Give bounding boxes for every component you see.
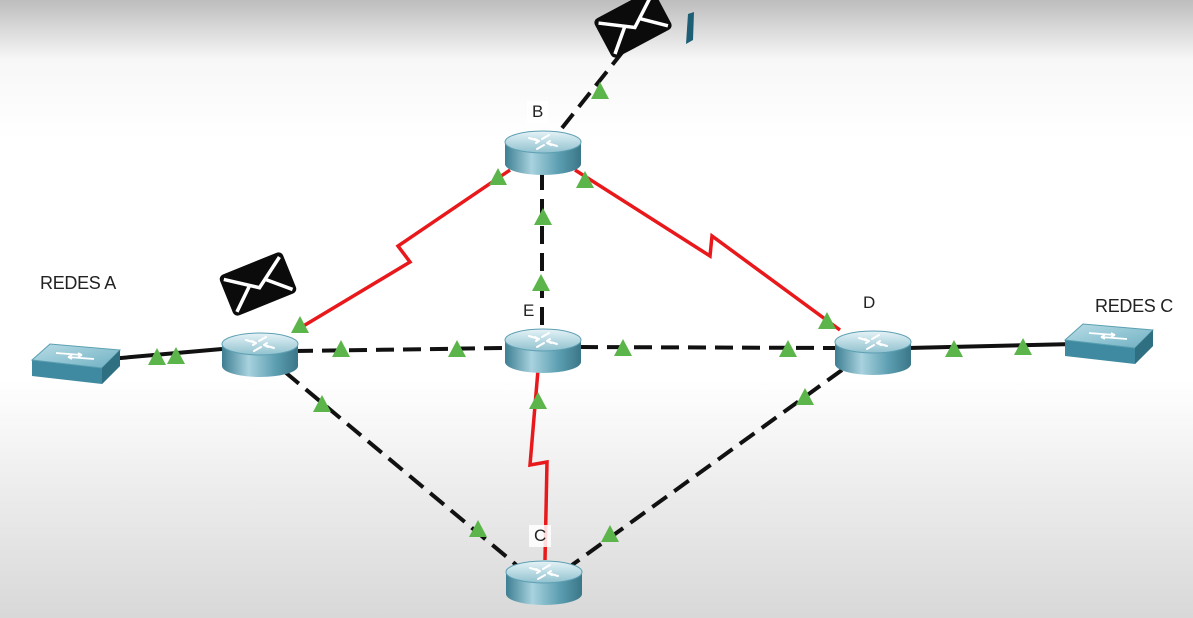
switch-icon[interactable] [1064,323,1154,365]
link-status-triangle-icon [591,82,609,99]
serial-link-router-a-router-b[interactable] [299,168,511,330]
network-label-redes-a: REDES A [34,270,122,296]
router-icon[interactable] [834,330,912,376]
serial-link-router-b-router-d[interactable] [574,168,842,332]
router-icon[interactable] [504,328,582,374]
router-label-d: D [858,292,881,314]
switch-icon[interactable] [31,343,121,385]
link-router-a-router-e[interactable] [294,346,506,353]
link-router-b-external[interactable] [560,28,642,130]
link-status-triangle-icon [532,274,550,291]
link-router-d-switch-c[interactable] [907,342,1076,350]
network-label-redes-c: REDES C [1089,293,1179,319]
link-status-triangle-icon [534,208,552,225]
link-status-triangle-icon [489,168,507,185]
router-label-e: E [518,300,540,322]
router-icon[interactable] [504,130,582,176]
router-icon[interactable] [505,560,583,606]
link-status-triangle-icon [529,392,547,409]
router-label-b: B [527,101,549,123]
envelope-pdu-icon[interactable] [216,249,300,319]
link-status-indicators [148,82,1032,542]
envelope-pdu-fragment [686,12,694,44]
serial-link-router-e-router-c[interactable] [528,369,549,561]
envelope-pdu-icon[interactable] [590,0,676,62]
router-icon[interactable] [221,332,299,378]
link-router-d-router-c[interactable] [570,368,844,567]
router-label-c: C [529,525,552,547]
